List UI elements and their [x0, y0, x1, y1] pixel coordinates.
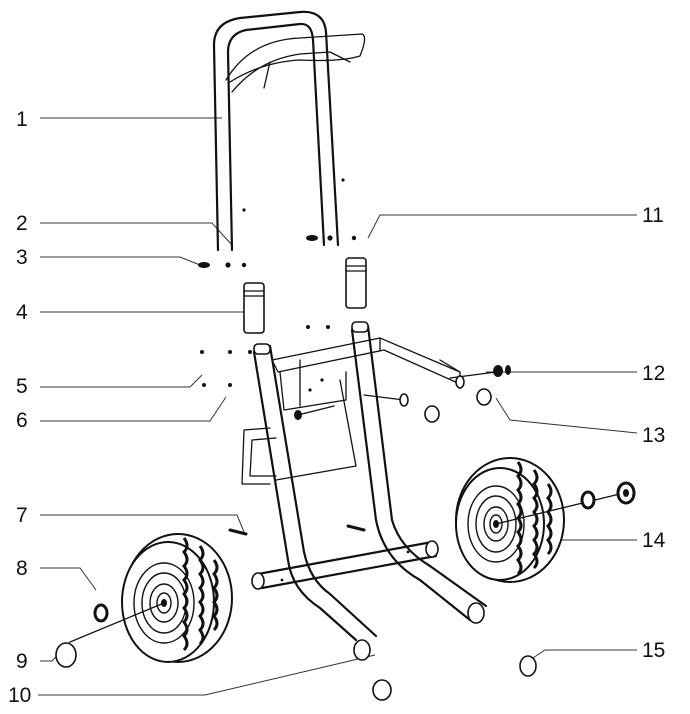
frame-screws	[200, 325, 330, 387]
callout-7: 7	[16, 504, 28, 527]
washer-8	[93, 603, 109, 623]
callout-4: 4	[16, 301, 28, 324]
leader-6	[40, 396, 227, 422]
callout-12: 12	[642, 362, 665, 385]
screw-3	[198, 262, 210, 268]
bolt-12	[493, 365, 503, 377]
callout-11: 11	[642, 204, 664, 227]
callout-15: 15	[642, 639, 665, 662]
right-wheel	[455, 457, 636, 583]
leader-7	[40, 514, 245, 533]
leader-5	[40, 374, 203, 388]
leader-15	[529, 649, 637, 661]
callout-3: 3	[16, 246, 28, 269]
leader-13	[495, 397, 638, 434]
washer-2	[225, 262, 231, 268]
callout-5: 5	[16, 375, 28, 398]
callout-10: 10	[8, 684, 31, 707]
callout-1: 1	[16, 108, 28, 131]
callout-14: 14	[642, 529, 666, 552]
handle-fasteners	[198, 235, 357, 268]
callout-13: 13	[642, 424, 665, 447]
callout-2: 2	[16, 212, 28, 235]
cap-9	[55, 642, 77, 668]
handle-assembly	[212, 10, 366, 252]
callout-9: 9	[16, 650, 28, 673]
leader-10	[38, 654, 376, 696]
sleeve-bushings	[243, 257, 367, 334]
callout-labels: 1 2 3 4 5 6 7 8 9 10 11 12 13 14 15	[8, 108, 666, 707]
leader-2	[40, 222, 233, 246]
end-cap-13	[424, 405, 440, 423]
bracket-fasteners	[294, 365, 511, 423]
cart-frame	[241, 321, 488, 642]
pins-and-caps	[228, 524, 537, 701]
leader-3	[40, 256, 201, 266]
leader-11	[367, 214, 637, 239]
leader-8	[40, 567, 97, 591]
leader-lines	[38, 117, 638, 696]
callout-8: 8	[16, 557, 28, 580]
cap-15	[519, 655, 537, 677]
left-wheel	[55, 533, 233, 668]
callout-6: 6	[16, 409, 28, 432]
